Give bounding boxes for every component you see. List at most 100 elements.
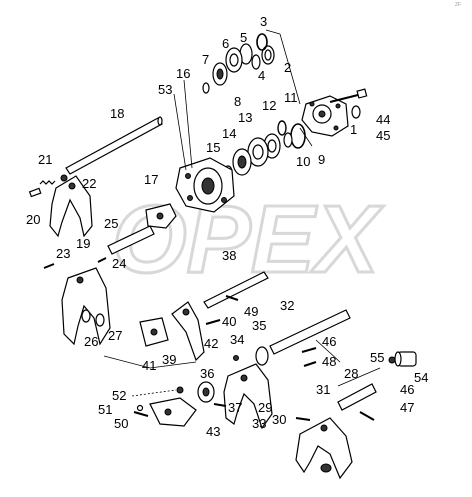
pin-47 — [359, 411, 375, 421]
callout-51: 51 — [98, 402, 112, 417]
callout-44: 44 — [376, 112, 390, 127]
washer-51 — [136, 404, 144, 412]
callout-38: 38 — [222, 248, 236, 263]
callout-54: 54 — [414, 370, 428, 385]
callout-18: 18 — [110, 106, 124, 121]
callout-11: 11 — [284, 90, 298, 105]
watermark-logo: OPEX — [112, 186, 384, 293]
pin-55 — [388, 356, 396, 364]
pad-27 — [81, 309, 105, 327]
callout-30: 30 — [272, 412, 286, 427]
callout-46b: 46 — [400, 382, 414, 397]
callout-46a: 46 — [322, 334, 336, 349]
leader-lines-upper — [173, 29, 313, 171]
callout-29: 29 — [258, 400, 272, 415]
shift-rod-32 — [269, 309, 351, 355]
callout-6: 6 — [222, 36, 229, 51]
bearing-13 — [247, 137, 269, 167]
callout-50: 50 — [114, 416, 128, 431]
leader-lines-middle — [103, 339, 381, 387]
seal-ring-2 — [261, 45, 275, 65]
callout-20: 20 — [26, 212, 40, 227]
pin-24 — [97, 257, 107, 263]
shift-rod-28 — [337, 383, 377, 411]
callout-41: 41 — [142, 358, 156, 373]
ring-4 — [251, 54, 261, 70]
callout-23: 23 — [56, 246, 70, 261]
callout-24: 24 — [112, 256, 126, 271]
bracket-39 — [139, 317, 169, 347]
callout-2: 2 — [284, 60, 291, 75]
callout-34: 34 — [230, 332, 244, 347]
nut-52 — [176, 386, 184, 394]
bearing-6 — [225, 47, 243, 73]
screw-50 — [133, 411, 149, 417]
callout-4: 4 — [258, 68, 265, 83]
callouts: 1 2 3 4 5 6 7 8 9 10 11 12 13 14 15 16 1… — [26, 14, 428, 439]
callout-45: 45 — [376, 128, 390, 143]
callout-12: 12 — [262, 98, 276, 113]
callout-36: 36 — [200, 366, 214, 381]
callout-1: 1 — [350, 122, 357, 137]
callout-31: 31 — [316, 382, 330, 397]
callout-37: 37 — [228, 400, 242, 415]
bracket-17 — [145, 203, 177, 229]
washer-45 — [351, 105, 361, 119]
rod-25 — [107, 225, 155, 255]
lever-43 — [149, 397, 197, 427]
o-ring-9 — [290, 123, 306, 149]
shift-fork-33 — [223, 363, 273, 430]
cam-36 — [197, 381, 215, 403]
pin-49 — [225, 295, 239, 301]
gear-housing-16 — [175, 157, 235, 213]
callout-10: 10 — [296, 154, 310, 169]
callout-26: 26 — [84, 334, 98, 349]
bolt-44 — [329, 88, 368, 103]
spring-21 — [39, 180, 56, 185]
callout-27: 27 — [108, 328, 122, 343]
lock-pin-20 — [28, 187, 42, 198]
callout-53: 53 — [158, 82, 172, 97]
callout-7: 7 — [202, 52, 209, 67]
corner-mark: ZF — [455, 2, 461, 8]
callout-9: 9 — [318, 152, 325, 167]
shift-fork-19 — [49, 175, 93, 238]
circlip-11 — [277, 120, 287, 136]
ring-8 — [202, 82, 210, 94]
callout-5: 5 — [240, 30, 247, 45]
callout-52: 52 — [112, 388, 126, 403]
callout-33: 33 — [252, 416, 266, 431]
shift-fork-31 — [295, 417, 353, 480]
leader-lines-lower — [131, 389, 177, 397]
callout-8: 8 — [234, 94, 241, 109]
shift-fork-42 — [171, 301, 205, 362]
callout-43: 43 — [206, 424, 220, 439]
callout-42: 42 — [204, 336, 218, 351]
callout-49: 49 — [244, 304, 258, 319]
callout-22: 22 — [82, 176, 96, 191]
ball-22 — [60, 174, 68, 182]
callout-19: 19 — [76, 236, 90, 251]
callout-32: 32 — [280, 298, 294, 313]
bushing-54 — [394, 351, 417, 367]
callout-17: 17 — [144, 172, 158, 187]
shift-rod-18 — [65, 116, 163, 175]
pin-46 — [301, 347, 317, 353]
ring-10 — [283, 132, 293, 148]
shift-fork-26 — [61, 267, 111, 346]
pin-37 — [213, 403, 227, 407]
callout-28: 28 — [344, 366, 358, 381]
shift-rod-38 — [203, 271, 269, 309]
callout-35: 35 — [252, 318, 266, 333]
callout-3: 3 — [260, 14, 267, 29]
pin-48 — [303, 361, 317, 367]
pin-34 — [233, 355, 239, 361]
bearing-race-7 — [212, 62, 228, 86]
callout-13: 13 — [238, 110, 252, 125]
bearing-cover-1 — [301, 95, 349, 137]
pin-23 — [43, 263, 55, 269]
circlip-3 — [256, 33, 268, 51]
callout-15: 15 — [206, 140, 220, 155]
callout-14: 14 — [222, 126, 236, 141]
